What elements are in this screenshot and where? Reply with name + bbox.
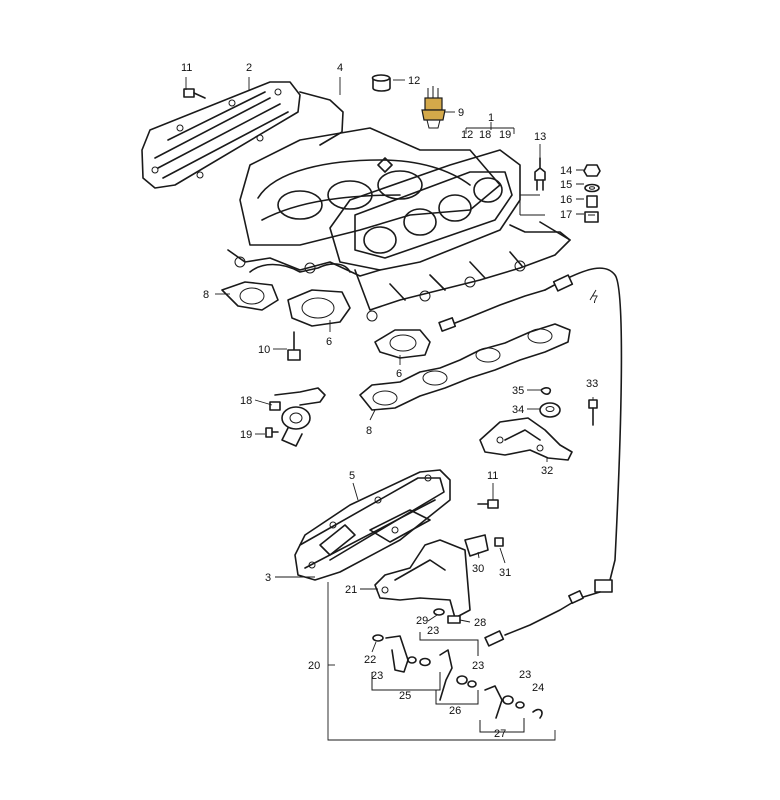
- sensor-13: [519, 157, 546, 216]
- bracket-30: [464, 534, 489, 557]
- assembly-bracket-20: [327, 582, 556, 741]
- callout-26: 26: [449, 705, 461, 717]
- bolt-33: [588, 399, 598, 426]
- throttle-cable: [438, 267, 623, 647]
- callout-35: 35: [512, 385, 524, 397]
- screw-11-lower: [477, 499, 499, 509]
- callout-25: 25: [399, 690, 411, 702]
- callout-13: 13: [534, 131, 546, 143]
- lower-cover: [294, 469, 451, 581]
- callout-31: 31: [499, 567, 511, 579]
- callout-4: 4: [337, 62, 343, 74]
- callout-32: 32: [541, 465, 553, 477]
- linkage-26: [407, 632, 479, 705]
- gasket-8-upper: [221, 263, 351, 311]
- callout-16: 16: [560, 194, 572, 206]
- gasket-8-lower: [359, 323, 571, 411]
- callout-27: 27: [494, 728, 506, 740]
- linkage-27: [479, 685, 525, 733]
- callout-8-upper: 8: [203, 289, 209, 301]
- callout-33: 33: [586, 378, 598, 390]
- callout-23-left: 23: [371, 670, 383, 682]
- callout-14: 14: [560, 165, 572, 177]
- callout-8-lower: 8: [366, 425, 372, 437]
- gasket-4: [299, 91, 344, 146]
- screw-19: [265, 427, 279, 438]
- callout-23-top: 23: [427, 625, 439, 637]
- cap-12: [371, 74, 391, 92]
- cap-34: [539, 402, 561, 418]
- leader-lines: [185, 77, 597, 666]
- screw-11-top: [183, 88, 206, 99]
- callout-24: 24: [532, 682, 544, 694]
- callout-34: 34: [512, 404, 524, 416]
- intake-manifold-right: [329, 149, 571, 322]
- vacuum-unit: [269, 387, 326, 447]
- callout-9: 9: [458, 107, 464, 119]
- callout-20: 20: [308, 660, 320, 672]
- callout-23-far-right: 23: [519, 669, 531, 681]
- callout-23-right: 23: [472, 660, 484, 672]
- callout-22: 22: [364, 654, 376, 666]
- callout-30: 30: [472, 563, 484, 575]
- callout-19: 19: [240, 429, 252, 441]
- callout-labels: 11 2 4 12 9 1 12 18 19 13 14 15 16 17 8 …: [181, 62, 598, 740]
- callout-11-top: 11: [181, 62, 192, 74]
- callout-28: 28: [474, 617, 486, 629]
- washer-15: [584, 183, 600, 193]
- nut-14: [583, 164, 601, 177]
- temperature-switch: [421, 86, 446, 129]
- callout-12-cap: 12: [408, 75, 420, 87]
- callout-3: 3: [265, 572, 271, 584]
- callout-6-upper: 6: [326, 336, 332, 348]
- callout-21: 21: [345, 584, 357, 596]
- callout-1: 1: [488, 112, 494, 124]
- washer-29: [433, 608, 445, 616]
- callout-17: 17: [560, 209, 572, 221]
- callout-5: 5: [349, 470, 355, 482]
- callout-18: 18: [240, 395, 252, 407]
- bolt-28: [447, 615, 461, 624]
- callout-sub-12: 12: [461, 129, 473, 141]
- callout-7: 7: [592, 294, 598, 306]
- bracket-21: [374, 539, 471, 619]
- intake-manifold-left: [227, 127, 501, 277]
- gasket-6-upper: [287, 289, 351, 327]
- callout-10: 10: [258, 344, 270, 356]
- bushing-16: [586, 195, 598, 208]
- callout-2: 2: [246, 62, 252, 74]
- callout-15: 15: [560, 179, 572, 191]
- callout-sub-18: 18: [479, 129, 491, 141]
- cover-plate: [141, 81, 301, 189]
- callout-29: 29: [416, 615, 428, 627]
- linkage-25: [371, 634, 441, 691]
- bolt-10: [287, 331, 301, 361]
- bracket-32: [479, 417, 573, 461]
- gasket-6-lower: [374, 329, 431, 359]
- clip-35: [540, 387, 552, 395]
- screw-31: [494, 537, 504, 547]
- callout-6-lower: 6: [396, 368, 402, 380]
- callout-11-lower: 11: [487, 470, 498, 482]
- callout-sub-19: 19: [499, 129, 511, 141]
- clip-24: [532, 708, 543, 719]
- cap-17: [584, 211, 599, 223]
